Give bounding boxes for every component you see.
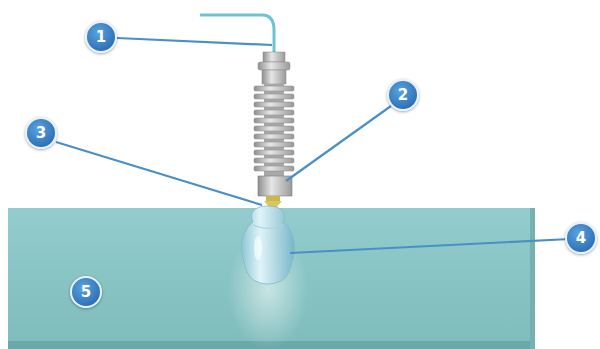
callout-number: 4: [565, 222, 597, 254]
filament: [200, 15, 274, 55]
callout-number: 5: [70, 276, 102, 308]
leader-lines: [56, 38, 570, 253]
printed-object: [242, 206, 295, 284]
heater-block: [258, 176, 292, 196]
callout-number: 2: [387, 79, 419, 111]
callout-number: 3: [25, 117, 57, 149]
callout-number: 1: [85, 21, 117, 53]
heatsink-fins: [254, 86, 294, 171]
